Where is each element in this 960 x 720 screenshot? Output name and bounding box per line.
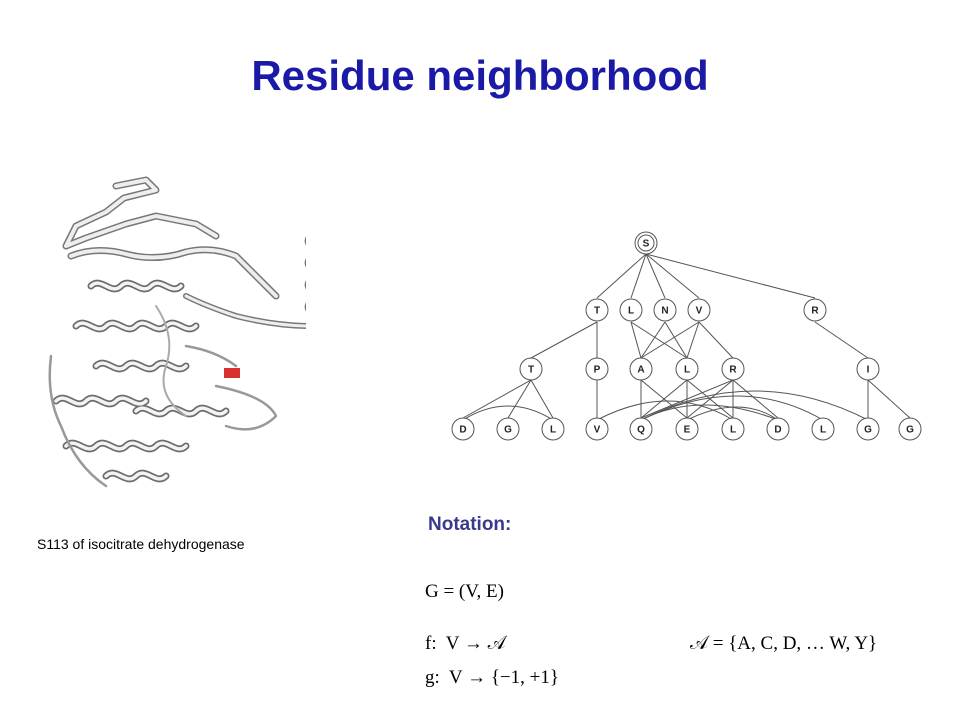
tree-node-level3-5: E [675,417,699,441]
tree-node-level3-4: Q [629,417,653,441]
tree-node-level2-1: P [585,357,609,381]
tree-node-level3-9: G [856,417,880,441]
f-mapping: f: V → 𝒜 [425,633,506,654]
tree-node-level3-8: L [811,417,835,441]
tree-node-label: R [729,365,737,376]
tree-node-level3-0: D [451,417,475,441]
tree-node-label: V [594,425,601,436]
tree-node-level3-1: G [496,417,520,441]
residue-neighborhood-tree: S T L N V R T P A L R I D G L V Q E L D L G G [451,231,922,441]
tree-node-level1-4: R [803,298,827,322]
slide-title: Residue neighborhood [251,52,709,99]
tree-node-label: E [684,425,691,436]
tree-node-label: L [820,425,826,436]
tree-node-label: G [864,425,872,436]
tree-node-label: L [628,306,634,317]
tree-node-level1-0: T [585,298,609,322]
tree-node-level3-6: L [721,417,745,441]
tree-node-label: D [774,425,781,436]
tree-node-label: N [661,306,668,317]
tree-node-label: T [528,365,534,376]
tree-node-root-0: S [634,231,658,255]
tree-node-label: P [594,365,601,376]
tree-node-level3-3: V [585,417,609,441]
protein-structure-image [48,176,306,488]
figure-caption: S113 of isocitrate dehydrogenase [37,536,245,552]
tree-node-label: Q [637,425,645,436]
notation-label: Notation: [428,514,512,535]
tree-node-label: L [684,365,690,376]
tree-node-label: R [811,306,819,317]
tree-node-level3-10: G [898,417,922,441]
tree-node-level1-1: L [619,298,643,322]
tree-node-level2-5: I [856,357,880,381]
g-mapping: g: V → {−1, +1} [425,667,559,688]
tree-node-level2-2: A [629,357,653,381]
alphabet-definition: 𝒜 = {A, C, D, … W, Y} [690,633,878,654]
tree-node-label: T [594,306,600,317]
tree-node-level3-7: D [766,417,790,441]
tree-node-label: L [550,425,556,436]
tree-node-label: G [906,425,914,436]
tree-node-label: S [643,239,650,250]
tree-node-label: A [637,365,644,376]
tree-node-label: G [504,425,512,436]
tree-node-label: L [730,425,736,436]
tree-node-level2-4: R [721,357,745,381]
tree-node-label: D [459,425,466,436]
tree-node-level2-0: T [519,357,543,381]
tree-node-level1-2: N [653,298,677,322]
graph-definition: G = (V, E) [425,581,504,602]
tree-node-level2-3: L [675,357,699,381]
tree-node-level1-3: V [687,298,711,322]
tree-node-label: V [696,306,703,317]
highlighted-residue-marker [224,368,240,378]
tree-node-level3-2: L [541,417,565,441]
tree-node-label: I [867,365,870,376]
